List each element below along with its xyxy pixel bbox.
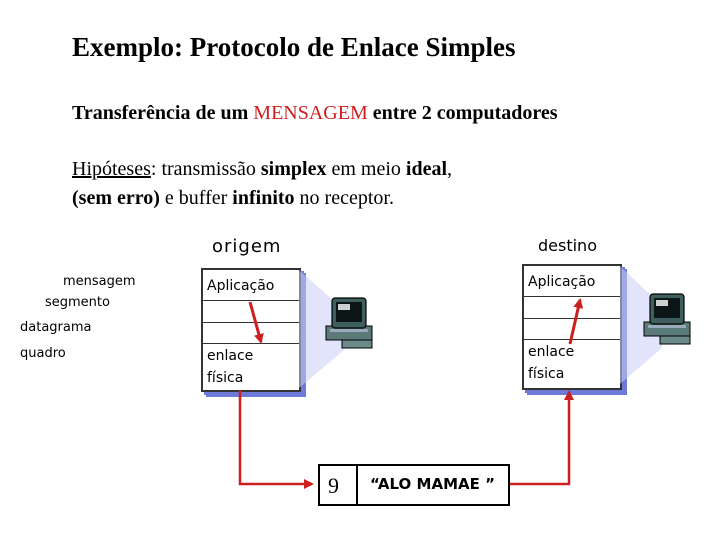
frame-payload: “ALO MAMAE ”	[370, 475, 495, 493]
frame-box: 9 “ALO MAMAE ”	[318, 464, 510, 506]
frame-divider	[356, 466, 358, 504]
origin-down-arrow	[250, 302, 261, 342]
dest-up-arrow	[570, 300, 580, 344]
computer-icon	[326, 298, 372, 348]
dest-link-arrow	[509, 392, 569, 484]
origin-link-arrow	[240, 390, 312, 484]
frame-header: 9	[328, 473, 339, 499]
computer-icon	[644, 294, 690, 344]
